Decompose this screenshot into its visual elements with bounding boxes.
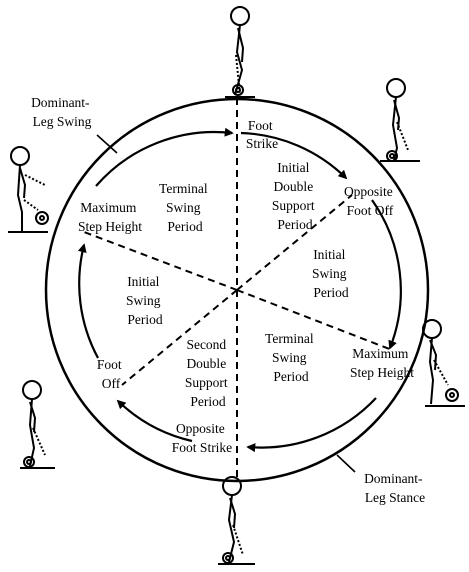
- label-line: Opposite: [176, 421, 225, 436]
- event-opposite-foot-off: Opposite Foot Off: [344, 184, 396, 218]
- label-line: Terminal: [159, 181, 208, 196]
- arrow-foot-off-to-max-step-height: [77, 243, 99, 359]
- stick-figure-icon: [20, 380, 55, 469]
- arrow-opposite-foot-off-to-max-step-height: [371, 199, 402, 350]
- label-line: Dominant-: [31, 95, 90, 110]
- label-line: Foot Strike: [172, 440, 232, 455]
- arrow-max-step-height-to-opposite-foot-strike: [246, 397, 377, 453]
- period-terminal-swing-right: Terminal Swing Period: [265, 331, 317, 384]
- label-line: Foot: [97, 357, 122, 372]
- label-line: Initial: [127, 274, 159, 289]
- label-line: Initial: [277, 160, 309, 175]
- label-line: Period: [127, 312, 162, 327]
- label-line: Maximum: [80, 200, 137, 215]
- label-line: Initial: [313, 247, 345, 262]
- period-terminal-swing-left: Terminal Swing Period: [159, 181, 211, 234]
- stick-figure-icon: [8, 146, 49, 233]
- label-dominant-leg-swing: Dominant- Leg Swing: [31, 95, 93, 129]
- label-line: Period: [167, 219, 202, 234]
- label-line: Double: [273, 179, 313, 194]
- label-line: Step Height: [78, 219, 142, 234]
- leader-dominant-leg-swing: [96, 134, 118, 154]
- cycle-arrows: [77, 127, 402, 453]
- label-line: Leg Stance: [365, 490, 425, 505]
- period-second-double-support: Second Double Support Period: [185, 337, 231, 409]
- label-line: Support: [272, 198, 315, 213]
- label-line: Off: [102, 376, 121, 391]
- label-line: Opposite: [344, 184, 393, 199]
- label-line: Second: [186, 337, 226, 352]
- label-line: Double: [186, 356, 226, 371]
- label-line: Swing: [126, 293, 161, 308]
- arrow-max-step-height-to-foot-strike: [95, 127, 234, 187]
- label-line: Leg Swing: [33, 114, 92, 129]
- label-line: Swing: [272, 350, 307, 365]
- stick-figure-icon: [225, 6, 255, 98]
- divider-max-step-height-left: [83, 231, 238, 291]
- label-line: Swing: [166, 200, 201, 215]
- event-opposite-foot-strike: Opposite Foot Strike: [172, 421, 232, 455]
- phase-dividers: [83, 98, 393, 482]
- label-line: Foot Off: [347, 203, 394, 218]
- period-initial-swing-right: Initial Swing Period: [312, 247, 350, 300]
- arrow-opposite-foot-strike-to-foot-off: [116, 399, 193, 443]
- arrow-foot-strike-to-opposite-foot-off: [240, 131, 348, 180]
- label-line: Terminal: [265, 331, 314, 346]
- label-line: Period: [313, 285, 348, 300]
- stick-figure-icon: [218, 476, 255, 565]
- label-line: Foot: [248, 118, 273, 133]
- label-dominant-leg-stance: Dominant- Leg Stance: [364, 471, 426, 505]
- period-initial-double-support: Initial Double Support Period: [272, 160, 318, 232]
- label-line: Period: [277, 217, 312, 232]
- stick-figure-icon: [380, 78, 420, 162]
- event-max-step-height-left: Maximum Step Height: [78, 200, 142, 234]
- label-line: Strike: [246, 136, 278, 151]
- label-line: Step Height: [350, 365, 414, 380]
- label-line: Dominant-: [364, 471, 423, 486]
- label-line: Period: [190, 394, 225, 409]
- stick-figure-icon: [422, 319, 465, 407]
- label-line: Period: [273, 369, 308, 384]
- leader-dominant-leg-stance: [336, 454, 356, 473]
- divider-opposite-foot-off: [236, 194, 353, 291]
- label-line: Maximum: [352, 346, 409, 361]
- label-line: Support: [185, 375, 228, 390]
- divider-max-step-height-right: [236, 289, 393, 351]
- event-foot-strike: Foot Strike: [246, 118, 278, 151]
- event-max-step-height-right: Maximum Step Height: [350, 346, 414, 380]
- label-line: Swing: [312, 266, 347, 281]
- period-initial-swing-left: Initial Swing Period: [126, 274, 164, 327]
- divider-foot-off: [121, 289, 238, 386]
- event-foot-off: Foot Off: [97, 357, 125, 391]
